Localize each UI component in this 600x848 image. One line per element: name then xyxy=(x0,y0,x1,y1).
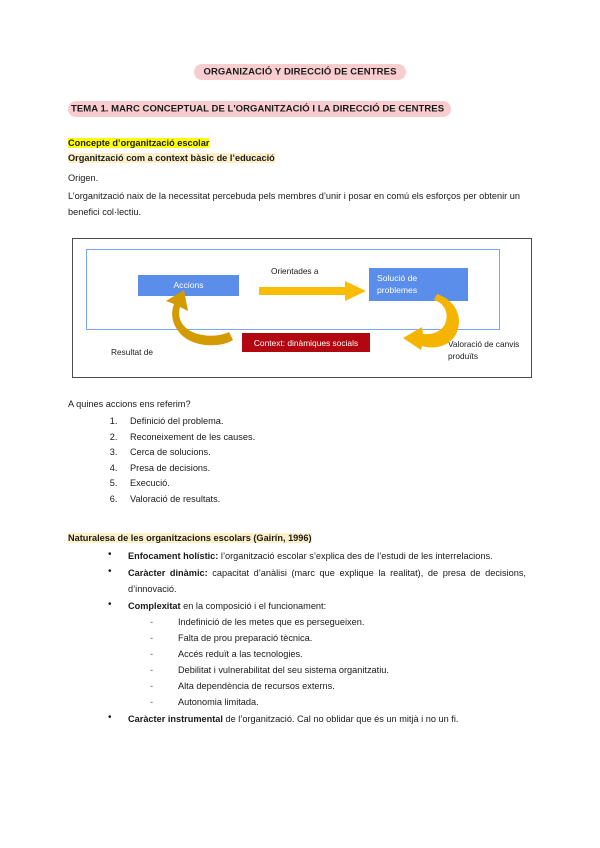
list-item: Autonomia limitada. xyxy=(150,694,532,710)
origen-label: Origen. xyxy=(68,173,99,183)
diagram-label-valoracio: Valoració de canvis produïts xyxy=(448,339,520,361)
bullet-term: Complexitat xyxy=(128,600,181,611)
list-item: Caràcter dinàmic: capacitat d’anàlisi (m… xyxy=(108,564,532,597)
list-item: Accés reduït a las tecnologies. xyxy=(150,646,532,662)
naturalesa-heading-text: Naturalesa de les organitzacions escolar… xyxy=(68,532,312,543)
diagram-box-solucio-line1: Solució de xyxy=(377,273,418,283)
diagram-box-accions: Accions xyxy=(138,275,239,296)
tema-heading-text: TEMA 1. MARC CONCEPTUAL DE L'ORGANITZACI… xyxy=(68,100,452,117)
context-heading-text: Organització com a context bàsic de l’ed… xyxy=(68,153,275,163)
list-item: Valoració de resultats. xyxy=(120,492,532,508)
list-item: Reconeixement de les causes. xyxy=(120,430,532,446)
context-heading: Organització com a context bàsic de l’ed… xyxy=(68,151,532,166)
diagram-box-solucio-line2: problemes xyxy=(377,284,418,295)
actions-question: A quines accions ens referim? xyxy=(68,399,191,409)
list-item: Falta de prou preparació tècnica. xyxy=(150,630,532,646)
list-item: Presa de decisions. xyxy=(120,461,532,477)
list-item: Alta dependència de recursos externs. xyxy=(150,678,532,694)
list-item: Cerca de solucions. xyxy=(120,445,532,461)
bullet-term: Caràcter instrumental xyxy=(128,713,223,724)
arrow-right-icon xyxy=(259,281,366,301)
bullet-term: Caràcter dinàmic: xyxy=(128,567,208,578)
list-item: Enfocament holístic: l’organització esco… xyxy=(108,547,532,564)
bullet-term: Enfocament holístic: xyxy=(128,550,219,561)
diagram-box-context: Context: dinàmiques socials xyxy=(242,333,370,352)
list-item: Execució. xyxy=(120,476,532,492)
diagram-inner-frame xyxy=(86,249,500,330)
document-title: ORGANIZACIÓ Y DIRECCIÓ DE CENTRES xyxy=(68,0,532,80)
origen-paragraph: L’organització naix de la necessitat per… xyxy=(68,191,520,217)
concept-heading-text: Concepte d’organització escolar xyxy=(68,138,210,148)
bullet-text: de l’organització. Cal no oblidar que és… xyxy=(222,713,459,724)
list-item: Indefinició de les metes que es persegue… xyxy=(150,614,532,630)
diagram-label-resultat: Resultat de xyxy=(111,347,153,357)
list-item: Caràcter instrumental de l’organització.… xyxy=(108,710,532,727)
list-item: Debilitat i vulnerabilitat del seu siste… xyxy=(150,662,532,678)
concept-heading: Concepte d’organització escolar xyxy=(68,114,532,151)
naturalesa-heading: Naturalesa de les organitzacions escolar… xyxy=(68,508,532,546)
naturalesa-bullet-list: Enfocament holístic: l’organització esco… xyxy=(68,547,532,727)
list-item: Complexitat en la composició i el funcio… xyxy=(108,597,532,710)
list-item: Definició del problema. xyxy=(120,414,532,430)
arrow-curve-up-icon xyxy=(166,290,233,346)
diagram-box-solucio: Solució de problemes xyxy=(369,268,468,301)
complexitat-sub-list: Indefinició de les metes que es persegue… xyxy=(128,614,532,710)
bullet-text: en la composició i el funcionament: xyxy=(180,600,327,611)
arrow-curve-down-icon xyxy=(403,294,459,350)
document-title-text: ORGANIZACIÓ Y DIRECCIÓ DE CENTRES xyxy=(194,63,406,80)
bullet-text: l’organització escolar s’explica des de … xyxy=(218,550,493,561)
actions-list: Definició del problema. Reconeixement de… xyxy=(68,414,532,508)
bullet-text: capacitat d’anàlisi (marc que explique l… xyxy=(128,567,526,594)
diagram-label-orientades: Orientades a xyxy=(271,266,319,276)
cycle-diagram: Accions Solució de problemes Context: di… xyxy=(72,238,532,378)
tema-heading: TEMA 1. MARC CONCEPTUAL DE L'ORGANITZACI… xyxy=(68,77,532,117)
